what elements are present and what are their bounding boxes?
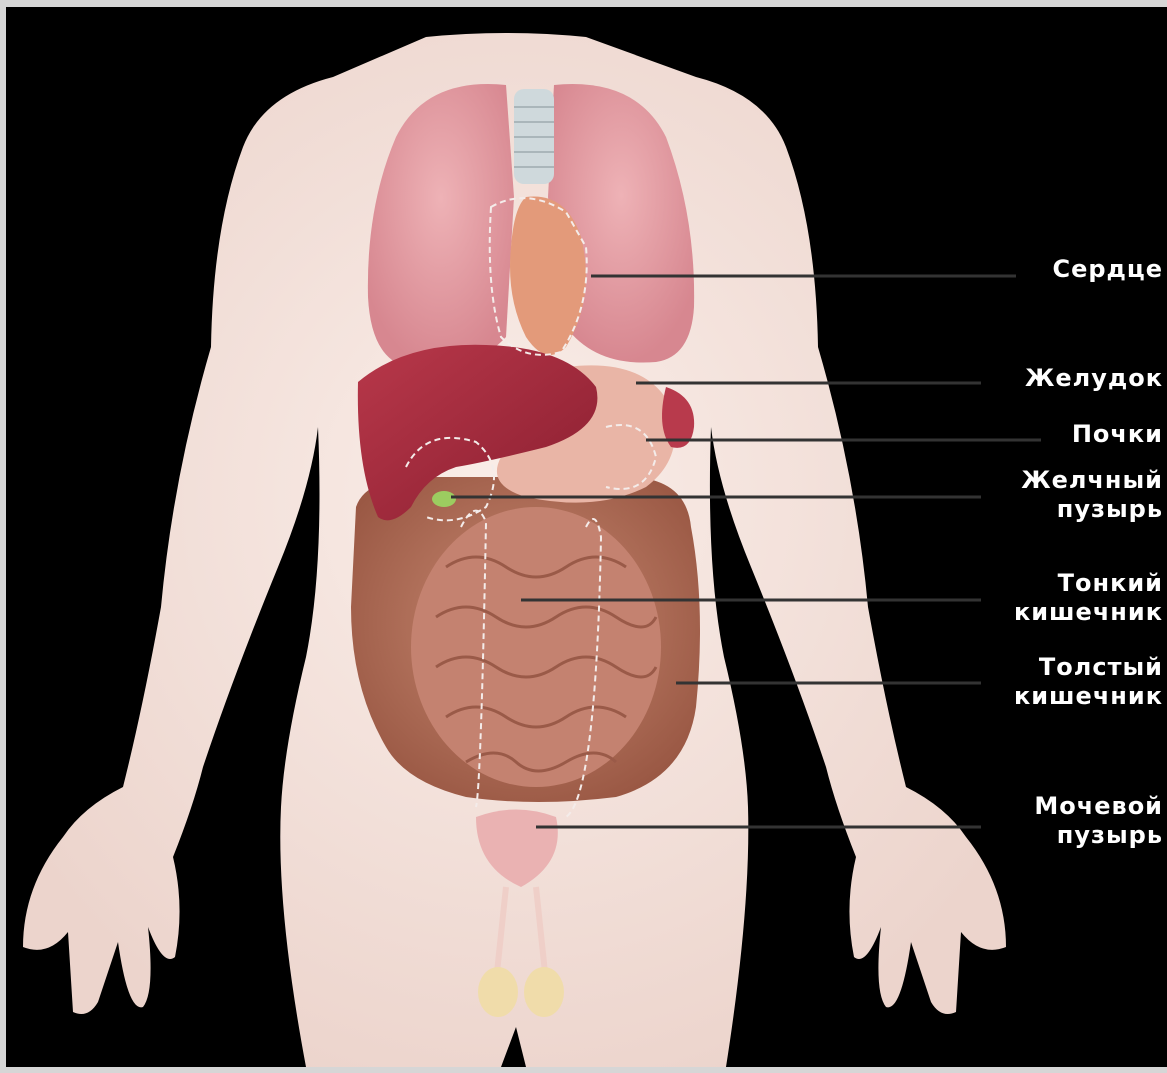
diagram-frame: Сердце Желудок Почки Желчный пузырь Тонк… <box>6 7 1167 1067</box>
label-large-intestine: Толстый кишечник <box>1014 653 1163 711</box>
label-line: Желчный <box>1021 466 1163 495</box>
label-bladder: Мочевой пузырь <box>1034 792 1163 850</box>
torso-illustration <box>6 7 1167 1067</box>
label-line: Тонкий <box>1014 569 1163 598</box>
label-gallbladder: Желчный пузырь <box>1021 466 1163 524</box>
label-line: Толстый <box>1014 653 1163 682</box>
label-line: пузырь <box>1021 495 1163 524</box>
label-line: Желудок <box>1025 364 1163 393</box>
label-heart: Сердце <box>1052 255 1163 284</box>
label-line: кишечник <box>1014 682 1163 711</box>
label-line: Почки <box>1072 420 1163 449</box>
label-kidneys: Почки <box>1072 420 1163 449</box>
trachea <box>514 89 554 184</box>
label-small-intestine: Тонкий кишечник <box>1014 569 1163 627</box>
label-stomach: Желудок <box>1025 364 1163 393</box>
label-line: кишечник <box>1014 598 1163 627</box>
label-line: пузырь <box>1034 821 1163 850</box>
label-line: Сердце <box>1052 255 1163 284</box>
gallbladder <box>432 491 456 507</box>
small-intestine <box>411 507 661 787</box>
label-line: Мочевой <box>1034 792 1163 821</box>
